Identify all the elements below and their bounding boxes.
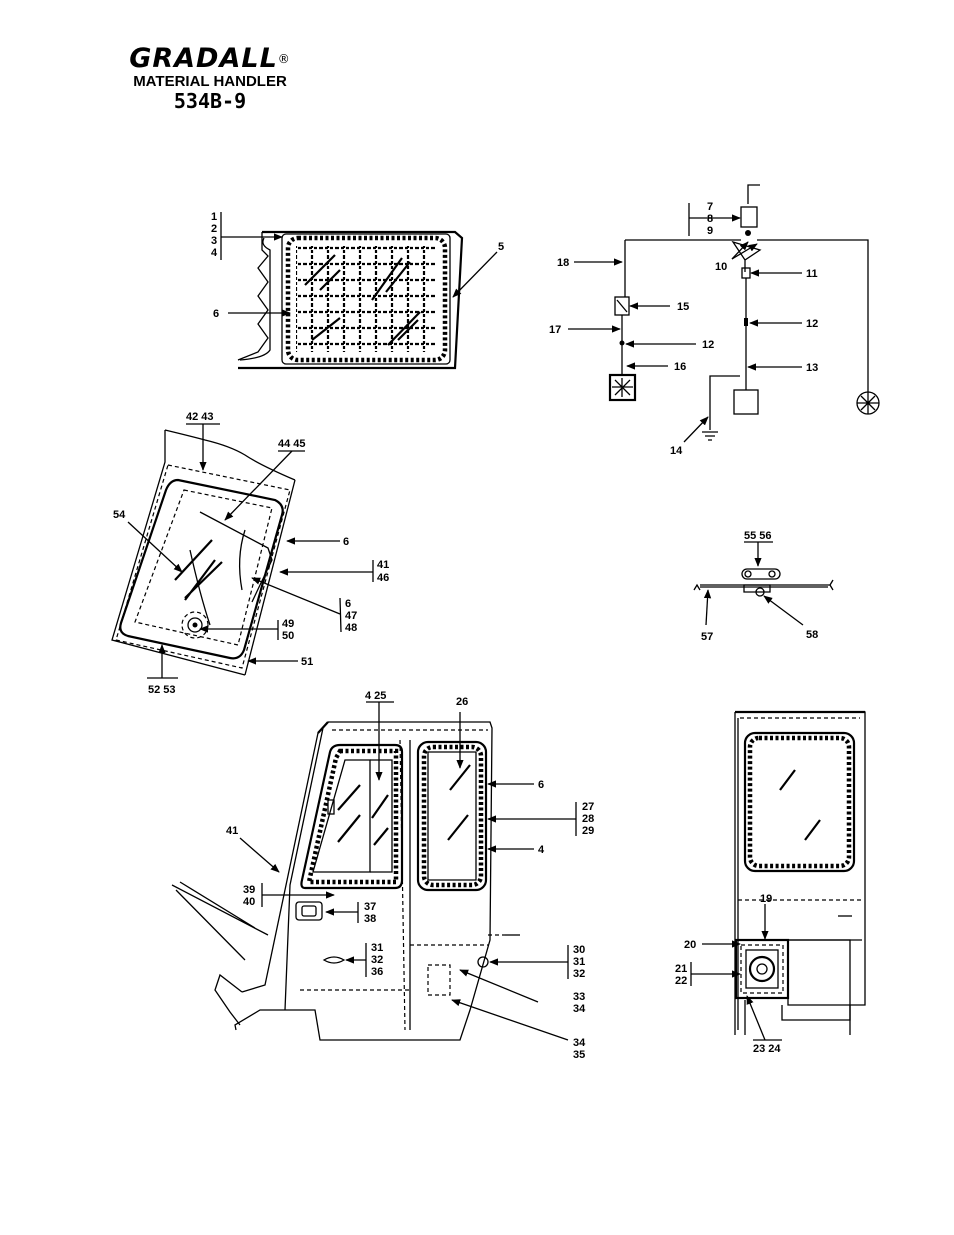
label-15: 15 <box>677 301 689 313</box>
label-27: 27 <box>582 801 594 813</box>
subtitle: MATERIAL HANDLER <box>133 73 287 90</box>
label-20: 20 <box>684 939 696 951</box>
label-5: 5 <box>498 241 504 253</box>
label-49: 49 <box>282 618 294 630</box>
label-40: 40 <box>243 896 255 908</box>
label-48: 48 <box>345 622 357 634</box>
label-4-25: 4 25 <box>365 690 386 702</box>
label-6c: 6 <box>345 598 351 610</box>
label-51: 51 <box>301 656 313 668</box>
label-54: 54 <box>113 509 126 521</box>
bracket-detail <box>693 541 834 626</box>
label-12b: 12 <box>806 318 818 330</box>
label-31b: 31 <box>573 956 585 968</box>
label-19: 19 <box>760 893 772 905</box>
label-4b: 4 <box>538 844 545 856</box>
label-6: 6 <box>213 308 219 320</box>
label-46: 46 <box>377 572 389 584</box>
label-31a: 31 <box>371 942 383 954</box>
label-35: 35 <box>573 1049 585 1061</box>
label-21: 21 <box>675 963 687 975</box>
header-block: GRADALL® MATERIAL HANDLER 534B-9 <box>110 43 310 113</box>
label-55-56: 55 56 <box>744 530 772 542</box>
label-50: 50 <box>282 630 294 642</box>
label-6d: 6 <box>538 779 544 791</box>
label-9: 9 <box>707 225 713 237</box>
label-26: 26 <box>456 696 468 708</box>
label-30: 30 <box>573 944 585 956</box>
label-34b: 34 <box>573 1037 586 1049</box>
label-3: 3 <box>211 235 217 247</box>
label-33: 33 <box>573 991 585 1003</box>
label-37: 37 <box>364 901 376 913</box>
cab-rear-view <box>690 710 866 1041</box>
label-10: 10 <box>715 261 727 273</box>
label-4: 4 <box>211 247 218 259</box>
windshield-view <box>111 423 374 679</box>
label-41: 41 <box>377 559 389 571</box>
label-29: 29 <box>582 825 594 837</box>
model-number: 534B-9 <box>173 89 247 113</box>
label-57: 57 <box>701 631 713 643</box>
label-42-43: 42 43 <box>186 411 214 423</box>
label-13: 13 <box>806 362 818 374</box>
label-36: 36 <box>371 966 383 978</box>
label-16: 16 <box>674 361 686 373</box>
label-12a: 12 <box>702 339 714 351</box>
label-23-24: 23 24 <box>753 1043 781 1055</box>
label-34a: 34 <box>573 1003 586 1015</box>
label-22: 22 <box>675 975 687 987</box>
wiring-schematic <box>568 184 880 443</box>
cab-side-view <box>171 701 577 1041</box>
roof-window-view <box>220 212 498 370</box>
label-52-53: 52 53 <box>148 684 176 696</box>
label-58: 58 <box>806 629 818 641</box>
label-47: 47 <box>345 610 357 622</box>
label-28: 28 <box>582 813 594 825</box>
label-7: 7 <box>707 201 713 213</box>
label-44-45: 44 45 <box>278 438 306 450</box>
label-38: 38 <box>364 913 376 925</box>
label-2: 2 <box>211 223 217 235</box>
label-1: 1 <box>211 211 217 223</box>
label-32b: 32 <box>573 968 585 980</box>
label-17: 17 <box>549 324 561 336</box>
brand-logo: GRADALL® <box>129 43 291 74</box>
label-8: 8 <box>707 213 713 225</box>
label-41b: 41 <box>226 825 238 837</box>
label-32a: 32 <box>371 954 383 966</box>
label-18: 18 <box>557 257 569 269</box>
label-6b: 6 <box>343 536 349 548</box>
label-39: 39 <box>243 884 255 896</box>
label-14: 14 <box>670 445 683 457</box>
label-11: 11 <box>806 268 818 280</box>
